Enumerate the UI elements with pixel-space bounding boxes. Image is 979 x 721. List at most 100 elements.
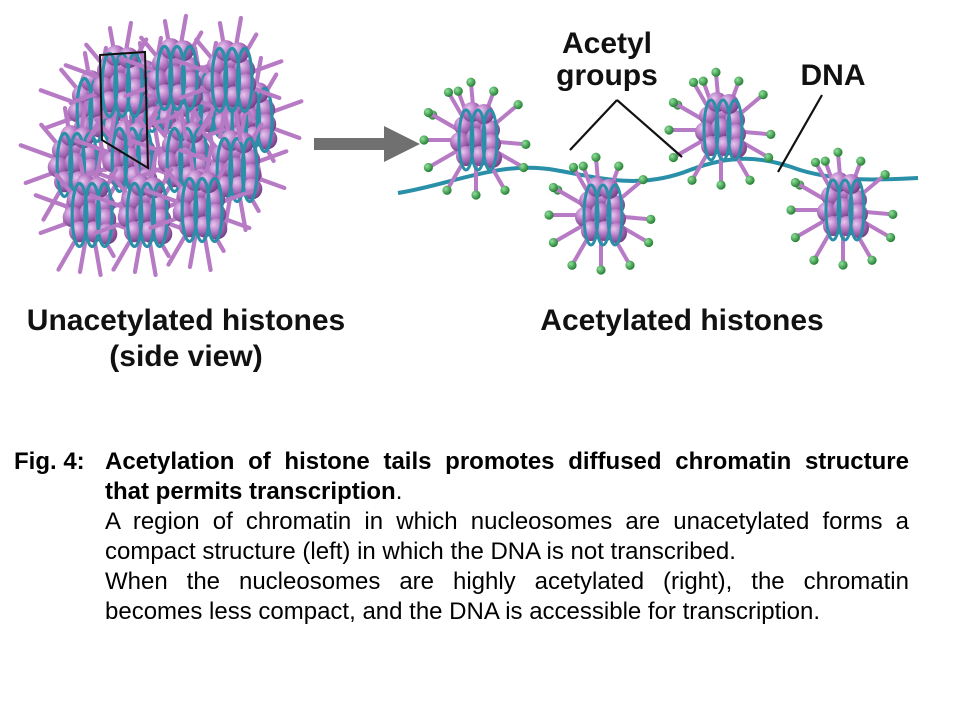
dna-wrap (594, 183, 612, 247)
dna-wrap (481, 108, 499, 172)
acetyl-group-dot (838, 260, 848, 270)
chromatin-acetylation-diagram: Acetyl groups DNA Unacetylated histones … (18, 13, 919, 373)
acetyl-group-dot (466, 77, 476, 87)
acetyl-group-dot (513, 100, 523, 110)
acetyl-group-dot (790, 232, 800, 243)
nucleosome (118, 13, 229, 141)
dna-label: DNA (801, 59, 866, 92)
dna-wrap (228, 136, 247, 204)
acetyl-groups-label-line1: Acetyl (562, 27, 652, 60)
acetyl-groups-label-line2: groups (556, 59, 658, 92)
dna-wrap (848, 178, 866, 242)
acetyl-group-dot (886, 232, 896, 243)
dna-wrap (702, 98, 720, 162)
dna-wrap (205, 176, 224, 244)
dna-wrap (582, 183, 600, 247)
acetyl-group-dot (880, 170, 890, 180)
caption-heading: Fig. 4: Acetylation of histone tails pro… (14, 447, 909, 507)
acetyl-group-dot (766, 129, 776, 139)
dna-wrap (83, 181, 102, 249)
dna-wrap (240, 136, 259, 204)
dna-wrap (457, 108, 475, 172)
highlight-frame (98, 50, 150, 170)
acetyl-group-dot (790, 177, 800, 188)
dna-wrap (138, 181, 157, 249)
dna-wrap (70, 181, 89, 249)
acetyl-group-dot (443, 87, 454, 97)
dna-wrap (110, 126, 129, 194)
acetyl-group-dot (548, 237, 558, 248)
acetyl-group-dot (668, 152, 678, 163)
acetyl-group-dot (668, 97, 678, 108)
dna-wrap (155, 44, 174, 112)
figure-number: Fig. 4: (14, 448, 85, 475)
acetyl-group-dot (471, 190, 481, 200)
dna-wrap (714, 98, 732, 162)
dna-wrap (125, 181, 144, 249)
acetyl-group-dot (698, 76, 708, 86)
dna-wrap (824, 178, 842, 242)
acetyl-group-dot (688, 77, 699, 87)
acetyl-group-dot (578, 161, 588, 171)
acetyl-group-dot (568, 162, 579, 172)
acetyl-group-dot (423, 107, 433, 118)
dna-wrap (168, 44, 187, 112)
acetylated-label: Acetylated histones (540, 304, 823, 337)
acetyl-group-dot (453, 86, 463, 96)
acetyl-group-dot (500, 185, 510, 195)
acetyl-group-dot (419, 135, 429, 145)
acetyl-group-dot (567, 260, 577, 270)
acetyl-group-dot (764, 152, 774, 163)
acetyl-group-dot (820, 156, 830, 166)
caption-paragraph-2: When the nucleosomes are highly acetylat… (105, 568, 909, 625)
acetyl-group-dot (625, 260, 635, 270)
acetyl-group-dot (548, 182, 558, 193)
acetyl-leader-lines (569, 94, 823, 173)
acetyl-group-dot (489, 86, 499, 96)
caption-title-end: . (395, 478, 403, 505)
caption-title: Acetylation of histone tails promotes di… (105, 447, 909, 507)
dna-wrap (150, 181, 169, 249)
acetyl-group-dot (758, 90, 768, 100)
dna-wrap (606, 183, 624, 247)
acetyl-group-dot (716, 180, 726, 190)
dna-wrap (726, 98, 744, 162)
acetyl-group-dot (638, 175, 648, 185)
acetyl-group-dot (519, 162, 529, 173)
acetyl-group-dot (810, 157, 821, 167)
nucleosome (419, 77, 531, 200)
acetyl-group-dot (856, 156, 866, 166)
acetyl-group-dot (734, 76, 744, 86)
dna-wrap (55, 131, 74, 199)
acetyl-group-dot (809, 255, 819, 265)
acetyl-group-dot (833, 147, 843, 157)
dna-wrap (235, 46, 254, 114)
dna-wrap (255, 86, 274, 154)
dna-wrap (469, 108, 487, 172)
acetyl-group-dot (786, 205, 796, 215)
nucleosome (664, 67, 776, 190)
acetyl-group-dot (614, 161, 624, 171)
dna-wrap (210, 46, 229, 114)
nucleosome (173, 15, 284, 143)
acetyl-group-dot (591, 152, 601, 162)
acetyl-group-dot (521, 139, 531, 149)
nucleosome (786, 147, 898, 270)
dna-wrap (180, 44, 199, 112)
caption-paragraph-1: A region of chromatin in which nucleosom… (105, 508, 909, 565)
acetylated-nucleosomes (419, 67, 898, 275)
transition-arrow (314, 126, 420, 162)
acetyl-group-dot (888, 209, 898, 219)
nucleosome (143, 145, 254, 273)
acetyl-group-dot (644, 237, 654, 248)
acetyl-group-dot (544, 210, 554, 220)
unacetylated-label-line1: Unacetylated histones (27, 304, 345, 337)
dna-wrap (95, 181, 114, 249)
dna-wrap (223, 46, 242, 114)
acetyl-group-dot (596, 265, 606, 275)
dna-wrap (180, 176, 199, 244)
acetyl-group-dot (687, 175, 697, 185)
acetyl-group-dot (711, 67, 721, 77)
figure-caption: Fig. 4: Acetylation of histone tails pro… (14, 447, 909, 627)
acetyl-group-dot (442, 185, 452, 195)
